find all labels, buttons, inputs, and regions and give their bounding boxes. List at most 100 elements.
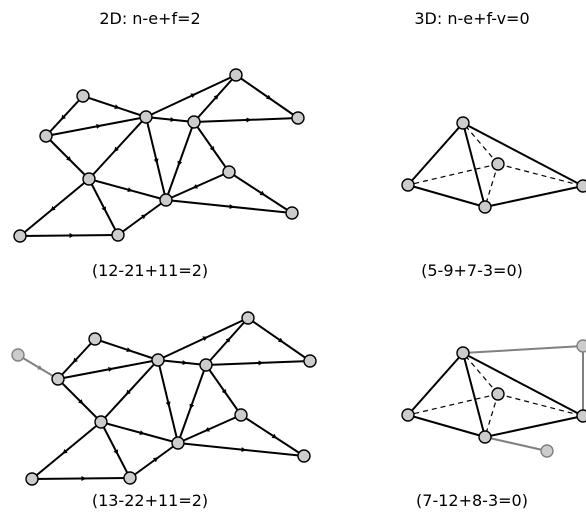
graph-edge — [100, 421, 131, 479]
graph-node — [229, 68, 243, 82]
poly-hidden-edge — [497, 393, 584, 417]
graph-node — [199, 358, 213, 372]
added-node — [11, 348, 25, 362]
graph-node — [94, 415, 108, 429]
added-node — [576, 339, 586, 353]
graph-edge — [235, 74, 299, 119]
graph-edge — [145, 116, 167, 201]
added-node — [540, 444, 554, 458]
poly-edge — [462, 352, 486, 438]
poly-hidden-edge — [484, 393, 499, 438]
graph-edge — [157, 317, 249, 361]
graph-edge — [88, 178, 119, 236]
poly-edge — [462, 352, 584, 417]
poly-hidden-edge — [407, 393, 499, 416]
poly-vertex — [576, 179, 586, 193]
graph-2d-top — [13, 68, 305, 243]
graph-node — [159, 193, 173, 207]
title-2d: 2D: n-e+f=2 — [99, 9, 200, 28]
graph-edge — [193, 121, 230, 173]
title-3d: 3D: n-e+f-v=0 — [414, 9, 529, 28]
graph-node — [39, 129, 53, 143]
graph-node — [291, 111, 305, 125]
poly-edge — [407, 414, 486, 438]
poly-vertex — [576, 409, 586, 423]
graph-edge — [19, 178, 90, 237]
poly-edge — [462, 122, 486, 208]
poly-hidden-edge — [407, 163, 499, 186]
graph-edge — [165, 199, 293, 214]
graph-node — [82, 172, 96, 186]
poly-vertex — [478, 430, 492, 444]
graph-edge — [157, 359, 207, 366]
poly-edge — [407, 184, 486, 208]
graph-2d-bottom — [11, 311, 317, 486]
poly-vertex — [491, 387, 505, 401]
poly-edge — [462, 122, 584, 187]
graph-edge — [88, 178, 167, 201]
graph-edge — [94, 338, 159, 361]
graph-edge — [31, 421, 102, 480]
poly-edge — [484, 415, 584, 438]
graph-node — [187, 115, 201, 129]
graph-edge — [193, 74, 237, 123]
caption-bottom-left: (13-22+11=2) — [92, 491, 208, 510]
graph-node — [151, 353, 165, 367]
poly-vertex — [401, 408, 415, 422]
graph-node — [76, 89, 90, 103]
graph-node — [13, 229, 27, 243]
added-poly-edge — [484, 436, 548, 452]
graph-node — [171, 436, 185, 450]
graph-node — [234, 408, 248, 422]
poly-vertex — [401, 178, 415, 192]
graph-edge — [205, 360, 311, 366]
graph-edge — [129, 442, 179, 479]
graph-edge — [165, 121, 195, 201]
poly-vertex — [478, 200, 492, 214]
graph-edge — [145, 116, 195, 123]
poly-edge — [407, 122, 464, 186]
added-poly-edge — [462, 345, 584, 354]
caption-bottom-right: (7-12+8-3=0) — [416, 491, 528, 510]
graph-edge — [145, 74, 237, 118]
graph-edge — [193, 117, 299, 123]
graph-edge — [177, 442, 305, 457]
graph-edge — [31, 477, 131, 480]
poly-vertex — [456, 346, 470, 360]
graph-node — [241, 311, 255, 325]
graph-node — [88, 332, 102, 346]
added-edge — [17, 354, 59, 380]
graph-edge — [157, 359, 179, 444]
polyhedron-3d-bottom — [401, 339, 586, 458]
graph-edge — [205, 317, 249, 366]
poly-vertex — [491, 157, 505, 171]
graph-node — [139, 110, 153, 124]
graph-node — [25, 472, 39, 486]
graph-edge — [117, 199, 167, 236]
graph-edge — [177, 364, 207, 444]
graph-node — [222, 165, 236, 179]
graph-node — [285, 206, 299, 220]
graph-node — [51, 372, 65, 386]
poly-edge — [484, 185, 584, 208]
graph-edge — [57, 378, 102, 423]
graph-node — [123, 471, 137, 485]
graph-node — [297, 449, 311, 463]
graph-node — [111, 228, 125, 242]
poly-vertex — [456, 116, 470, 130]
graph-edge — [82, 95, 147, 118]
graph-edge — [100, 421, 179, 444]
polyhedron-3d-top — [401, 116, 586, 214]
caption-top-left: (12-21+11=2) — [92, 261, 208, 280]
graph-edge — [247, 317, 311, 362]
caption-top-right: (5-9+7-3=0) — [421, 261, 523, 280]
graph-edge — [57, 359, 159, 380]
graph-edge — [19, 234, 119, 237]
graph-edge — [45, 135, 90, 180]
graph-edge — [45, 116, 147, 137]
graph-edge — [205, 364, 242, 416]
poly-edge — [407, 352, 464, 416]
poly-hidden-edge — [484, 163, 499, 208]
graph-node — [303, 354, 317, 368]
